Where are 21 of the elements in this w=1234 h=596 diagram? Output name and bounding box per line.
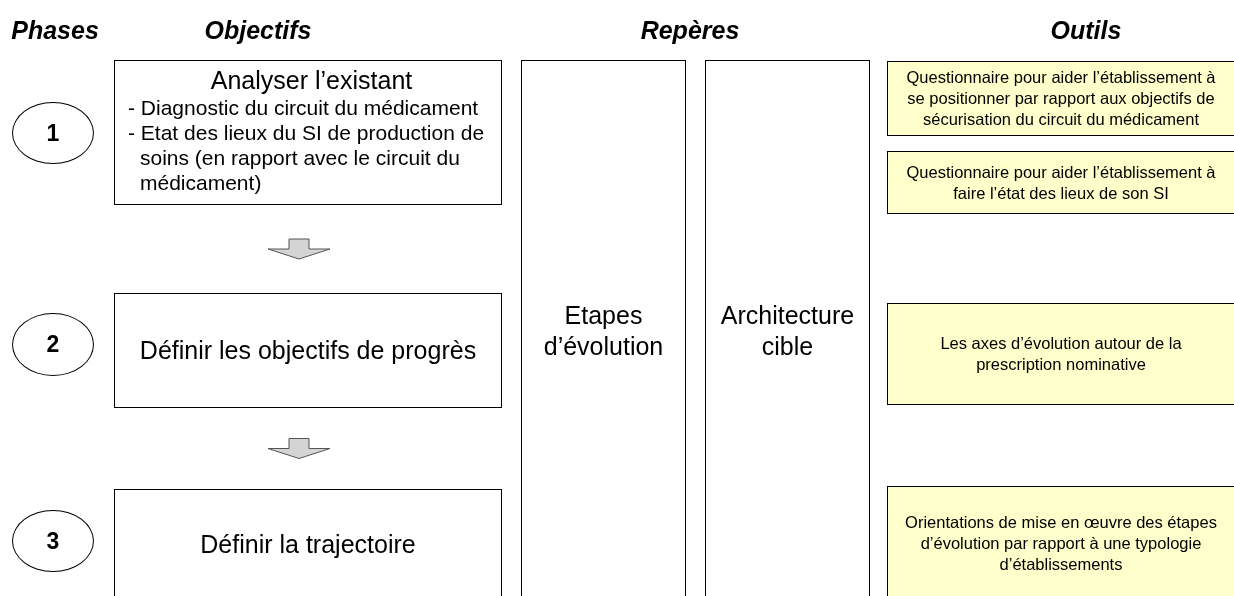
phase-ellipse: 1 <box>12 102 94 164</box>
reference-column: Etapes d’évolution <box>521 60 686 596</box>
reference-column: Architecture cible <box>705 60 870 596</box>
column-heading: Phases <box>11 15 99 46</box>
column-heading: Objectifs <box>204 15 312 46</box>
box-heading: Analyser l’existant <box>209 65 414 95</box>
objective-box <box>114 60 502 205</box>
block-arrow <box>267 438 331 459</box>
column-heading: Repères <box>640 15 740 46</box>
bullet-text: - Etat des lieux du SI de production de soins (en rapport avec le circuit du médicament) <box>128 120 486 195</box>
bullet-text: - Diagnostic du circuit du médicament <box>128 95 480 120</box>
tool-box: Orientations de mise en œuvre des étapes d’évolution par rapport à une typologie d’établissements <box>887 486 1234 596</box>
phase-ellipse: 3 <box>12 510 94 572</box>
tool-box: Questionnaire pour aider l’établissement à faire l’état des lieux de son SI <box>887 151 1234 214</box>
objective-box: Définir la trajectoire <box>114 489 502 596</box>
column-heading: Outils <box>1050 15 1122 46</box>
tool-box: Les axes d’évolution autour de la prescription nominative <box>887 303 1234 405</box>
block-arrow <box>267 238 331 260</box>
tool-box: Questionnaire pour aider l’établissement à se positionner par rapport aux objectifs de sécurisation du circuit du médicament <box>887 61 1234 136</box>
objective-box: Définir les objectifs de progrès <box>114 293 502 408</box>
phase-ellipse: 2 <box>12 313 94 376</box>
